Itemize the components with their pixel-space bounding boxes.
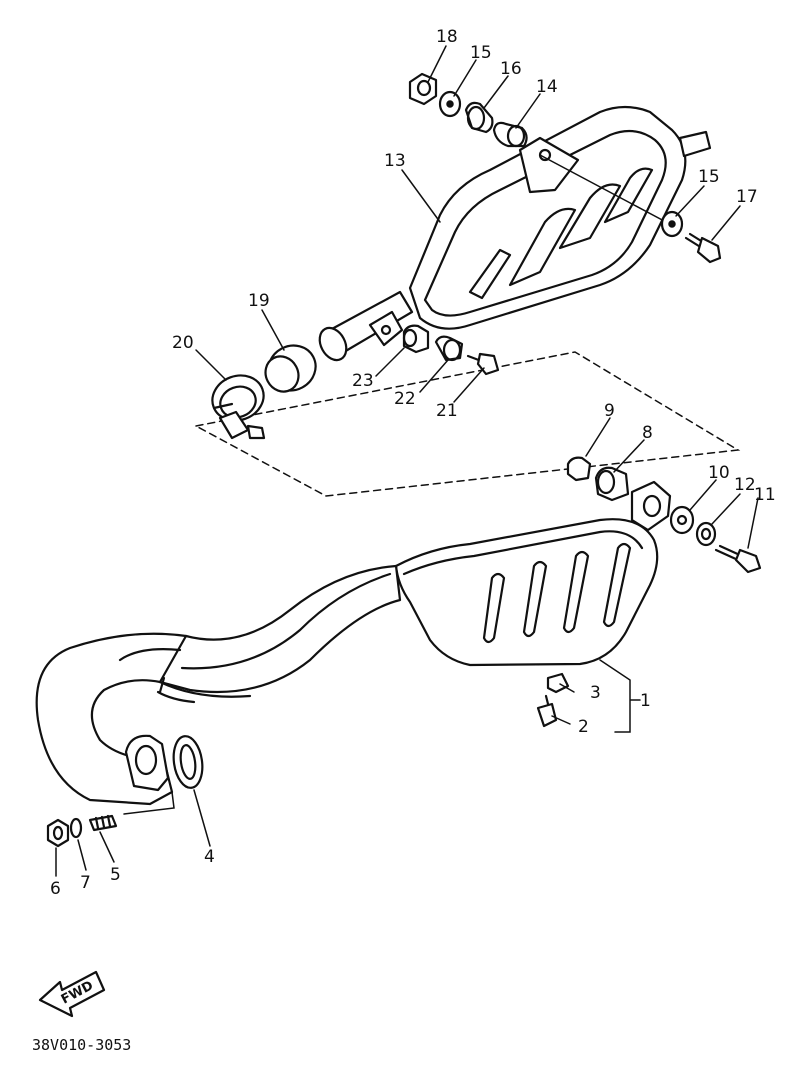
callout-8: 8 [642,423,653,443]
collar-9 [566,456,592,482]
callout-17: 17 [736,187,758,207]
callout-11: 11 [754,485,776,505]
bolt-guide-line [539,154,667,223]
callout-19: 19 [248,291,270,311]
nut-18 [408,72,438,106]
collar-16 [464,101,494,134]
bolt-11 [714,544,762,574]
clamp-20 [211,374,266,440]
callout-14: 14 [536,77,558,97]
assembly-group-outline [193,351,741,497]
callout-4: 4 [204,847,215,867]
muffler-assembly-1 [35,480,672,815]
callout-10: 10 [708,463,730,483]
bolt-21 [466,352,500,376]
silencer-upper [318,105,712,362]
callout-labels: 18 15 16 14 13 15 17 19 20 23 22 21 9 8 … [50,27,776,899]
callout-9: 9 [604,401,615,421]
grommet-14 [492,121,528,148]
callout-18: 18 [436,27,458,47]
callout-12: 12 [734,475,756,495]
gasket-19 [264,344,317,393]
clip-3 [546,672,570,694]
bolt-17 [684,232,722,264]
spring-washer-7 [69,817,83,839]
washer-10 [669,505,695,535]
callout-15-right: 15 [698,167,720,187]
leader-lines [55,45,759,877]
callout-5: 5 [110,865,121,885]
diagram-part-code: 38V010-3053 [32,1036,131,1054]
washer-15-right [660,210,684,238]
gasket-4 [172,735,204,789]
callout-3: 3 [590,683,601,703]
callout-20: 20 [172,333,194,353]
spring-washer-12 [695,521,717,547]
callout-1: 1 [640,691,651,711]
bushing-22 [434,335,464,362]
collar-23 [402,324,430,354]
bolt-2 [536,694,558,728]
stud-5 [88,814,118,832]
callout-13: 13 [384,151,406,171]
grommet-8 [594,466,630,502]
callout-21: 21 [436,401,458,421]
washer-15-upper [438,90,462,118]
nut-6 [46,818,70,848]
fwd-arrow-icon: FWD [38,970,106,1018]
callout-16: 16 [500,59,522,79]
callout-15-upper: 15 [470,43,492,63]
callout-2: 2 [578,717,589,737]
callout-6: 6 [50,879,61,899]
callout-bracket-1 [599,659,641,733]
callout-22: 22 [394,389,416,409]
callout-7: 7 [80,873,91,893]
callout-23: 23 [352,371,374,391]
